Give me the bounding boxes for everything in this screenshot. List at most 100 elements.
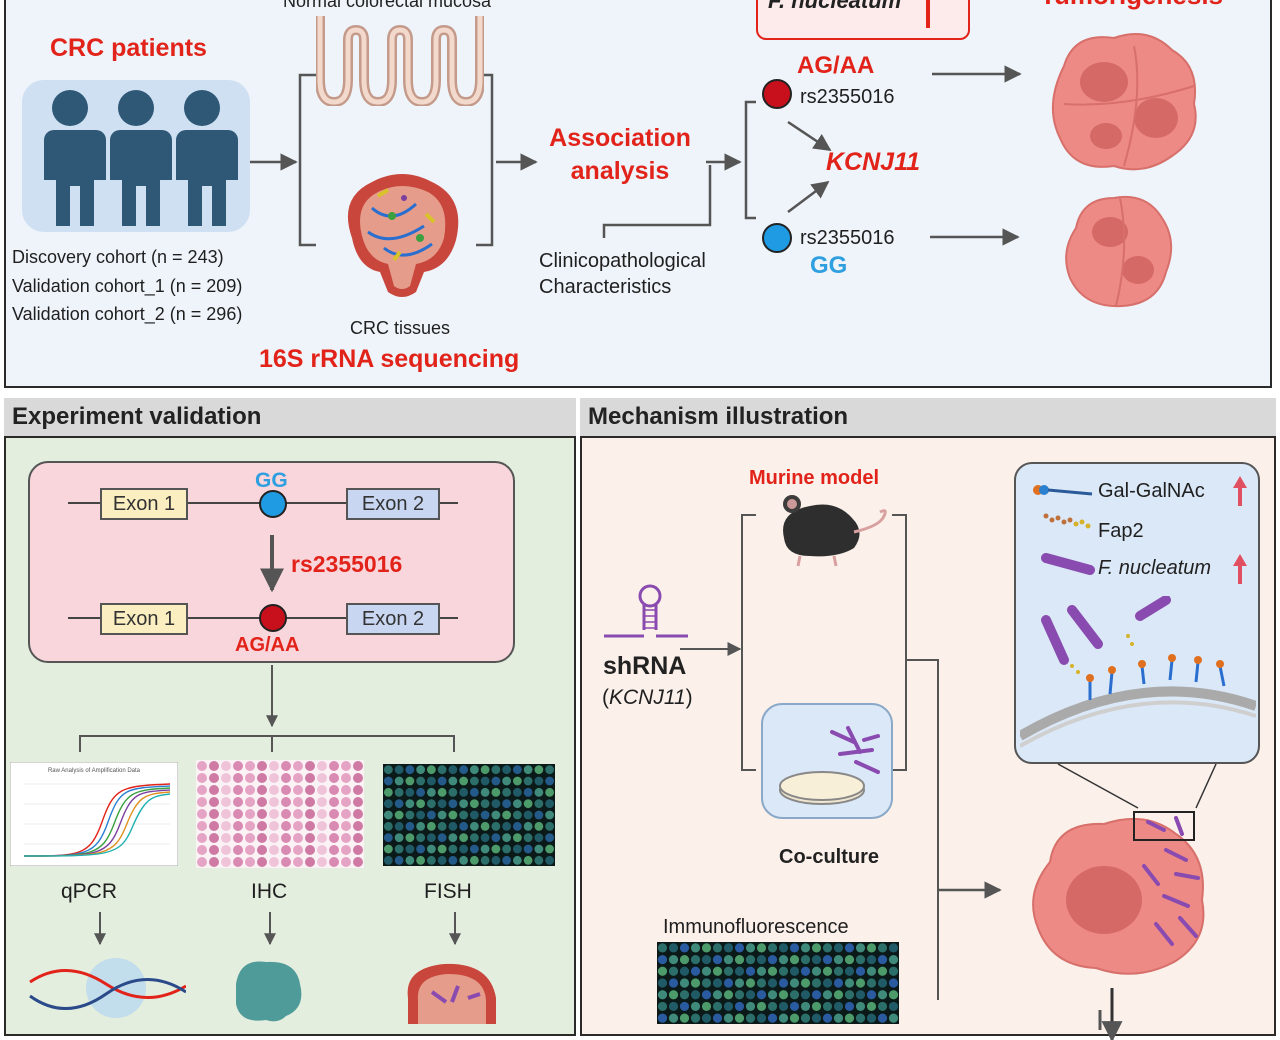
tissue-core xyxy=(534,821,544,831)
tissue-core xyxy=(209,857,219,867)
tissue-core xyxy=(767,1013,778,1023)
tissue-core xyxy=(502,833,512,843)
tissue-core xyxy=(233,809,243,819)
fish-thumbnail xyxy=(383,764,555,866)
tissue-core xyxy=(426,810,436,820)
tissue-core xyxy=(855,966,866,976)
tissue-core xyxy=(448,821,458,831)
tissue-core xyxy=(480,833,490,843)
fn-box-label: F. nucleatum xyxy=(768,0,902,13)
tissue-core xyxy=(512,855,522,865)
tissue-core xyxy=(416,787,426,797)
tissue-core xyxy=(245,845,255,855)
tissue-core xyxy=(426,855,436,865)
fn-up-arrow-icon xyxy=(926,0,930,28)
legend-fap2: Fap2 xyxy=(1098,520,1144,542)
tissue-core xyxy=(293,821,303,831)
tissue-core xyxy=(383,821,393,831)
tissue-core xyxy=(712,978,723,988)
tissue-core xyxy=(767,954,778,965)
tissue-core xyxy=(281,833,291,843)
tissue-core xyxy=(690,990,701,1000)
tissue-core xyxy=(426,799,436,809)
murine-model-label: Murine model xyxy=(749,467,880,489)
tissue-core xyxy=(866,990,877,1000)
tissue-core xyxy=(756,966,767,976)
tissue-core xyxy=(353,761,363,771)
tissue-core xyxy=(866,954,877,965)
tissue-core xyxy=(668,954,679,965)
shrna-gene-close: ) xyxy=(685,686,693,709)
tissue-core xyxy=(756,1013,767,1023)
tissue-core xyxy=(723,1001,734,1012)
tissue-core xyxy=(888,966,899,976)
tissue-core xyxy=(822,943,833,953)
tissue-core xyxy=(405,799,415,809)
ihc-thumbnail xyxy=(196,760,364,868)
tissue-core xyxy=(233,845,243,855)
tissue-core xyxy=(221,809,231,819)
tissue-core xyxy=(293,833,303,843)
fn-box: F. nucleatum xyxy=(756,0,970,40)
tissue-core xyxy=(245,773,255,783)
tissue-core xyxy=(305,761,315,771)
tissue-core xyxy=(383,776,393,786)
tissue-core xyxy=(778,1001,789,1012)
tissue-core xyxy=(305,773,315,783)
exon2-label-top: Exon 2 xyxy=(361,493,425,515)
tissue-core xyxy=(209,797,219,807)
tissue-core xyxy=(657,943,668,953)
tissue-core xyxy=(459,810,469,820)
tissue-core xyxy=(855,978,866,988)
tissue-core xyxy=(778,978,789,988)
tissue-core xyxy=(469,833,479,843)
tissue-core xyxy=(459,787,469,797)
tissue-core xyxy=(545,810,555,820)
tissue-core xyxy=(459,776,469,786)
tissue-core xyxy=(281,785,291,795)
tissue-core xyxy=(317,797,327,807)
tissue-core xyxy=(221,845,231,855)
tissue-core xyxy=(712,1013,723,1023)
fn-up-arrow-legend-icon xyxy=(1233,554,1247,584)
tissue-core xyxy=(341,857,351,867)
tissue-core xyxy=(405,833,415,843)
tissue-core xyxy=(480,765,490,775)
tissue-core xyxy=(745,1001,756,1012)
tissue-core xyxy=(305,809,315,819)
tissue-core xyxy=(269,773,279,783)
tissue-core xyxy=(281,821,291,831)
tissue-core xyxy=(437,776,447,786)
tissue-core xyxy=(426,787,436,797)
tissue-core xyxy=(221,773,231,783)
tissue-core xyxy=(269,797,279,807)
genotype-gg-top: GG xyxy=(810,252,848,279)
tissue-core xyxy=(317,809,327,819)
tumor-cluster-small xyxy=(1065,196,1173,308)
tissue-core xyxy=(668,1001,679,1012)
exon1-box-bottom: Exon 1 xyxy=(100,603,188,635)
tissue-core xyxy=(480,855,490,865)
tissue-core xyxy=(293,845,303,855)
tissue-core xyxy=(866,943,877,953)
tissue-core xyxy=(778,943,789,953)
tissue-core xyxy=(459,821,469,831)
crc-tissue-illustration xyxy=(347,174,459,297)
tissue-core xyxy=(197,773,207,783)
tissue-core xyxy=(877,966,888,976)
tissue-core xyxy=(245,761,255,771)
tissue-core xyxy=(778,954,789,965)
tissue-core xyxy=(257,785,267,795)
tissue-core xyxy=(257,773,267,783)
tissue-core xyxy=(712,943,723,953)
tissue-core xyxy=(448,787,458,797)
tissue-core xyxy=(209,821,219,831)
tissue-core xyxy=(523,787,533,797)
exon1-label-bottom: Exon 1 xyxy=(112,608,176,630)
tissue-core xyxy=(512,833,522,843)
tissue-core xyxy=(426,844,436,854)
tissue-core xyxy=(491,821,501,831)
tissue-core xyxy=(341,761,351,771)
tissue-core xyxy=(459,765,469,775)
tissue-core xyxy=(416,799,426,809)
